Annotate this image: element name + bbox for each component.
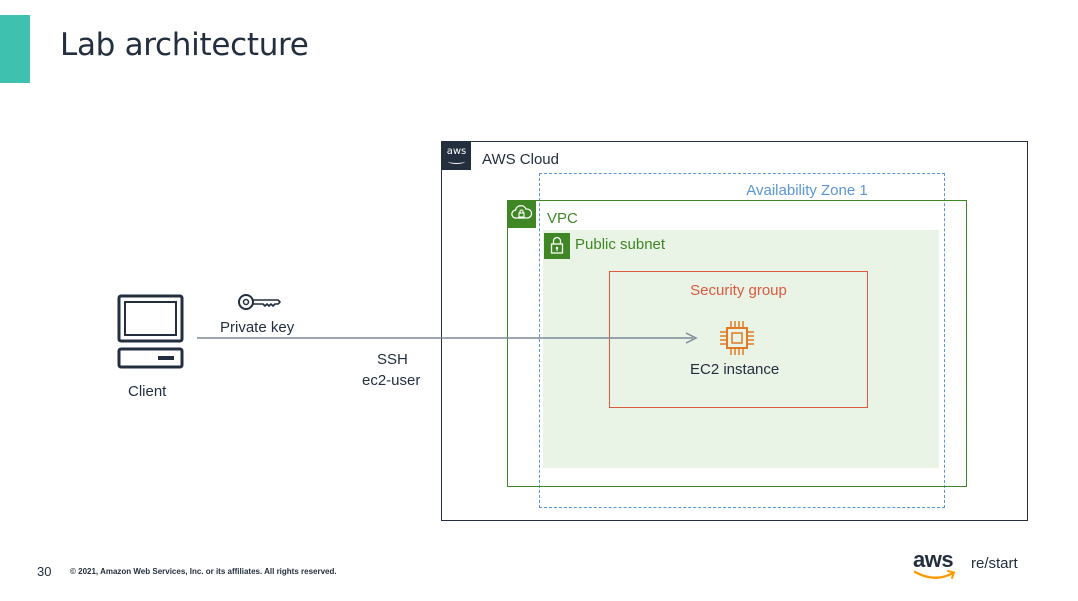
aws-cloud-label: AWS Cloud [482, 151, 559, 168]
availability-zone-label: Availability Zone 1 [746, 182, 868, 199]
slide-title: Lab architecture [60, 27, 309, 63]
aws-logo-icon: aws [442, 142, 471, 170]
client-label: Client [128, 383, 167, 400]
public-subnet-label: Public subnet [575, 236, 666, 253]
aws-cloud-boundary [441, 141, 1028, 521]
cloud-lock-icon [507, 200, 536, 228]
computer-icon [116, 294, 186, 370]
page-number: 30 [37, 564, 52, 579]
ec2-instance-label: EC2 instance [690, 361, 780, 378]
aws-smile-icon [913, 570, 955, 579]
ssh-label: SSH [377, 351, 408, 368]
ec2-user-label: ec2-user [362, 372, 421, 389]
vpc-label: VPC [547, 210, 578, 227]
aws-badge-text: aws [446, 146, 467, 157]
chip-icon [717, 318, 757, 358]
padlock-icon [544, 233, 570, 259]
availability-zone-boundary [539, 173, 945, 508]
vpc-boundary [507, 200, 967, 487]
security-group-label: Security group [690, 282, 787, 299]
private-key-label: Private key [220, 319, 295, 336]
restart-brand-label: re/start [971, 555, 1018, 572]
key-icon [237, 292, 281, 312]
security-group-boundary [609, 271, 868, 408]
copyright-notice: © 2021, Amazon Web Services, Inc. or its… [70, 567, 337, 576]
aws-brand-logo: aws [913, 547, 954, 572]
accent-bar [0, 15, 30, 83]
